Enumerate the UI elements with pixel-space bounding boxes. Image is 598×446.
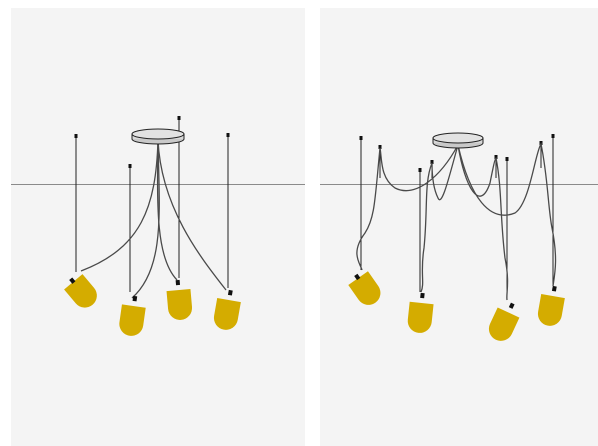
lamp-4 xyxy=(537,285,565,326)
power-cords xyxy=(80,139,227,299)
lamp-3 xyxy=(488,302,520,341)
ceiling-canopy xyxy=(432,132,484,149)
pendant-diagram-left xyxy=(11,116,305,336)
cord-2 xyxy=(131,139,160,299)
cord-1 xyxy=(80,139,159,272)
lamp-4 xyxy=(213,289,241,330)
ceiling-canopy xyxy=(131,128,185,145)
panel-draped-hanging xyxy=(320,8,598,446)
cord-3 xyxy=(156,139,178,281)
cord-2 xyxy=(420,144,459,293)
pendant-diagram-right xyxy=(320,132,598,341)
suspension-rods xyxy=(75,118,229,292)
cord-4 xyxy=(457,142,557,287)
lamp-1 xyxy=(64,274,97,308)
panel-straight-hanging xyxy=(11,8,305,446)
cord-3 xyxy=(457,144,509,301)
power-cords xyxy=(356,142,557,301)
cord-4 xyxy=(157,139,227,291)
lamp-1 xyxy=(348,271,381,305)
suspension-rods xyxy=(360,137,554,300)
rod-caps xyxy=(74,116,230,168)
lamp-2 xyxy=(119,295,146,336)
cord-1 xyxy=(356,144,459,271)
lamp-3 xyxy=(166,279,193,320)
lamp-2 xyxy=(407,292,434,333)
